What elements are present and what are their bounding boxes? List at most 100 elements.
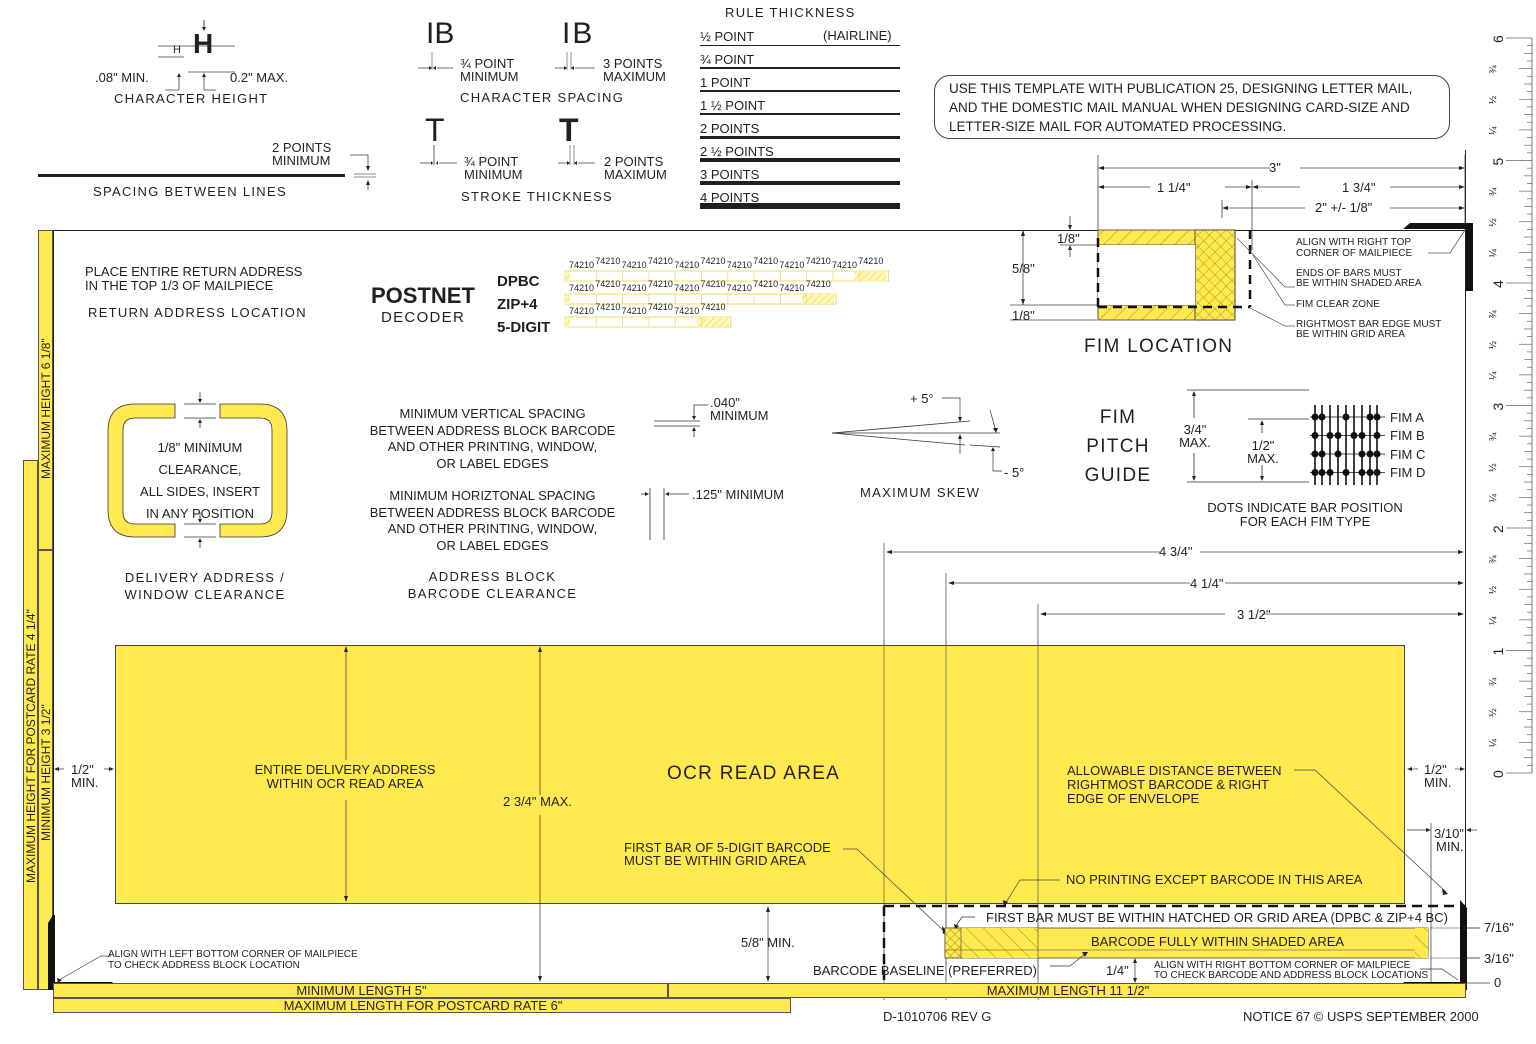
- dim-3-1-2: 3 1/2": [1237, 607, 1271, 622]
- return-address-line-2: IN THE TOP 1/3 OF MAILPIECE: [85, 278, 274, 293]
- footer-notice: NOTICE 67 © USPS SEPTEMBER 2000: [1243, 1009, 1479, 1024]
- svg-text:5: 5: [1490, 158, 1506, 166]
- svg-text:½: ½: [1488, 95, 1499, 104]
- vertical-dim-value: .040": [710, 395, 740, 410]
- svg-text:¼: ¼: [1487, 738, 1499, 747]
- ocr-right-margin-2: MIN.: [1424, 775, 1452, 790]
- align-right-1: ALIGN WITH RIGHT BOTTOM CORNER OF MAILPI…: [1154, 960, 1411, 971]
- fim-pitch-title-1: FIM: [1099, 407, 1137, 428]
- fim-dim-1-8-bot: 1/8": [1012, 308, 1035, 323]
- svg-text:74210: 74210: [595, 302, 620, 312]
- char-height-small-glyph: H: [173, 44, 181, 56]
- postnet-row-label: 5-DIGIT: [497, 319, 551, 336]
- ocr-allowable-3: EDGE OF ENVELOPE: [1067, 791, 1200, 806]
- ocr-left-margin-2: MIN.: [71, 775, 99, 790]
- rule-label: 1 ½ POINT: [700, 98, 766, 113]
- svg-text:74210: 74210: [622, 260, 647, 270]
- fim-note-align-2: CORNER OF MAILPIECE: [1296, 248, 1413, 259]
- svg-text:74210: 74210: [701, 279, 726, 289]
- char-spacing-min-l1: ¾ POINT: [460, 56, 515, 71]
- min-height-label: MINIMUM HEIGHT 3 1/2": [39, 704, 53, 841]
- stroke-max-l1: 2 POINTS: [604, 154, 664, 169]
- svg-text:74210: 74210: [569, 283, 594, 293]
- notice-box: USE THIS TEMPLATE WITH PUBLICATION 25, D…: [934, 75, 1450, 139]
- stroke-min-glyph: T: [425, 112, 445, 148]
- ocr-entire-1: ENTIRE DELIVERY ADDRESS: [254, 762, 436, 777]
- svg-text:74210: 74210: [674, 283, 699, 293]
- stroke-max-l2: MAXIMUM: [604, 167, 667, 182]
- character-height-diagram: [158, 20, 235, 91]
- rule-hairline-note: (HAIRLINE): [823, 28, 892, 43]
- vertical-dim-min: MINIMUM: [710, 408, 769, 423]
- svg-text:74210: 74210: [648, 302, 673, 312]
- fim-bars-diagram: [1310, 405, 1385, 485]
- line-spacing-rule: [38, 174, 345, 177]
- rule-line: [700, 90, 900, 92]
- char-height-large-glyph: H: [193, 28, 214, 59]
- vertical-spacing-line-3: AND OTHER PRINTING, WINDOW,: [387, 439, 598, 454]
- fim-type-b: FIM B: [1390, 428, 1425, 443]
- rule-label: 4 POINTS: [700, 190, 760, 205]
- max-length-label: MAXIMUM LENGTH 11 1/2": [986, 983, 1150, 998]
- char-spacing-max-l2: MAXIMUM: [603, 69, 666, 84]
- rule-line: [700, 203, 900, 209]
- max-height-postcard-label: MAXIMUM HEIGHT FOR POSTCARD RATE 4 1/4": [24, 609, 38, 883]
- fim-pitch-note-2: FOR EACH FIM TYPE: [1239, 514, 1371, 529]
- ocr-read-area: [115, 645, 1405, 904]
- rule-line: [700, 135, 900, 139]
- max-length-postcard-label: MAXIMUM LENGTH FOR POSTCARD RATE 6": [283, 998, 563, 1013]
- clearance-inner-2: CLEARANCE,: [158, 462, 242, 477]
- svg-text:¼: ¼: [1487, 371, 1499, 380]
- fim-pitch-3-4-max: MAX.: [1179, 435, 1211, 450]
- vertical-spacing-dim-icon: [654, 404, 708, 437]
- rule-label: 2 POINTS: [700, 121, 760, 136]
- barcode-clearance-title-2: BARCODE CLEARANCE: [407, 586, 578, 601]
- fim-pitch-3-4: 3/4": [1183, 422, 1207, 437]
- right-top-corner-guide: [1403, 223, 1473, 291]
- svg-text:74210: 74210: [753, 279, 778, 289]
- tick-7-16: 7/16": [1484, 920, 1514, 935]
- fim-pitch-note-1: DOTS INDICATE BAR POSITION: [1207, 500, 1403, 515]
- clearance-inner-4: IN ANY POSITION: [145, 506, 255, 521]
- rule-label: ½ POINT: [700, 29, 755, 44]
- return-address-title: RETURN ADDRESS LOCATION: [88, 305, 307, 320]
- svg-text:74210: 74210: [595, 279, 620, 289]
- dim-4-3-4: 4 3/4": [1159, 544, 1193, 559]
- fim-note-ends-1: ENDS OF BARS MUST: [1296, 268, 1402, 279]
- fim-pitch-title-2: PITCH: [1086, 436, 1150, 457]
- svg-text:74210: 74210: [753, 256, 778, 266]
- svg-text:74210: 74210: [727, 260, 752, 270]
- fim-pitch-1-2: 1/2": [1251, 438, 1275, 453]
- barcode-five-eighths: 5/8" MIN.: [741, 935, 795, 950]
- char-height-title: CHARACTER HEIGHT: [114, 91, 269, 106]
- vertical-spacing-line-4: OR LABEL EDGES: [436, 455, 549, 471]
- postnet-row-label: ZIP+4: [497, 296, 538, 313]
- svg-text:½: ½: [1488, 340, 1499, 349]
- fim-note-ends-2: BE WITHIN SHADED AREA: [1296, 278, 1422, 289]
- bar-max-length-postcard: MAXIMUM LENGTH FOR POSTCARD RATE 6": [53, 998, 791, 1013]
- align-right-2: TO CHECK BARCODE AND ADDRESS BLOCK LOCAT…: [1154, 970, 1429, 981]
- min-length-label: MINIMUM LENGTH 5": [296, 983, 427, 998]
- ocr-allowable-1: ALLOWABLE DISTANCE BETWEEN: [1067, 763, 1282, 778]
- clearance-title-1: DELIVERY ADDRESS /: [124, 570, 286, 585]
- skew-diagram: [831, 397, 1002, 472]
- rule-row: ¾ POINT: [700, 49, 900, 72]
- rule-row: ½ POINT: [700, 26, 900, 49]
- svg-text:4: 4: [1490, 280, 1506, 288]
- rule-label: ¾ POINT: [700, 52, 755, 67]
- char-spacing-min-glyph: IB: [426, 17, 455, 50]
- ocr-right-margin-arrows: [1407, 767, 1477, 995]
- fim-type-c: FIM C: [1390, 447, 1426, 462]
- bar-min-height: MINIMUM HEIGHT 3 1/2": [38, 550, 53, 990]
- svg-text:74210: 74210: [779, 260, 804, 270]
- ocr-entire-2: WITHIN OCR READ AREA: [266, 776, 424, 791]
- svg-text:¼: ¼: [1487, 493, 1499, 502]
- window-clearance-diagram: [107, 392, 288, 548]
- tick-0: 0: [1494, 975, 1502, 990]
- postnet-title: POSTNET: [371, 283, 475, 308]
- svg-text:74210: 74210: [858, 256, 883, 266]
- bar-max-length: MAXIMUM LENGTH 11 1/2": [668, 983, 1466, 998]
- rule-row: 3 POINTS: [700, 164, 900, 187]
- clearance-inner-1: 1/8" MINIMUM: [157, 440, 243, 455]
- rule-row: 2 POINTS: [700, 118, 900, 141]
